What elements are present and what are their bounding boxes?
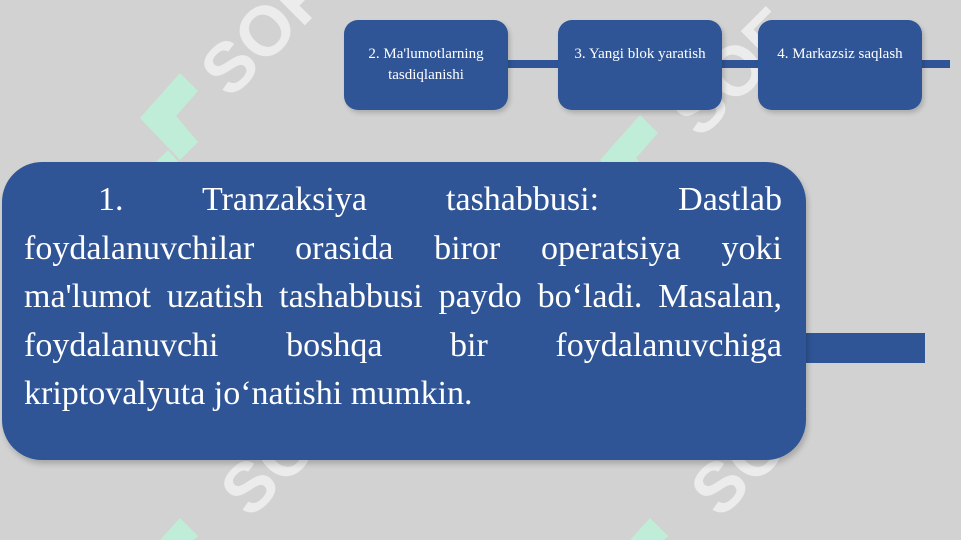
connector-4-out: [920, 60, 950, 68]
step-4-box: 4. Markazsiz saqlash: [758, 20, 922, 110]
step-2-label: 2. Ma'lumotlarning tasdiqlanishi: [368, 46, 484, 83]
connector-3-4: [720, 60, 760, 68]
watermark-text: SOF: [185, 0, 342, 111]
watermark-logo-icon: [160, 518, 198, 540]
step-3-label: 3. Yangi blok yaratish: [574, 46, 706, 62]
step-2-box: 2. Ma'lumotlarning tasdiqlanishi: [344, 20, 508, 110]
step-1-text: 1. Tranzaksiya tashabbusi: Dastlab foyda…: [24, 181, 782, 412]
connector-2-3: [506, 60, 560, 68]
step-1-card: 1. Tranzaksiya tashabbusi: Dastlab foyda…: [2, 162, 806, 460]
step-3-box: 3. Yangi blok yaratish: [558, 20, 722, 110]
main-card-connector: [800, 333, 925, 363]
watermark-logo-icon: [630, 518, 668, 540]
step-4-label: 4. Markazsiz saqlash: [777, 46, 903, 62]
